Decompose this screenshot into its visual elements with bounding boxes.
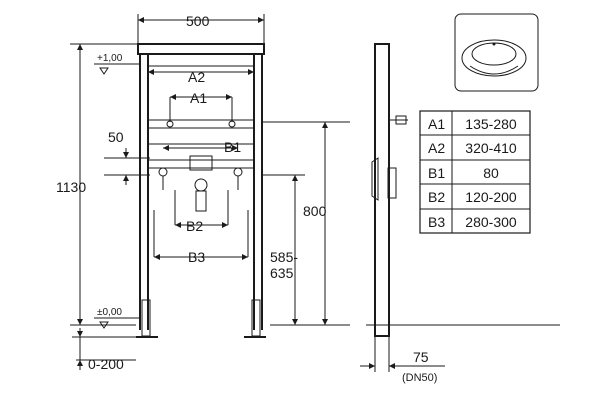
dn50-label: (DN50) <box>402 372 437 384</box>
table-row-key: B1 <box>428 165 445 181</box>
table-row-value: 320-410 <box>465 140 517 156</box>
dim-500-label: 500 <box>186 13 210 29</box>
dim-800-label: 800 <box>303 203 327 219</box>
table-row-key: A2 <box>428 140 445 156</box>
dim-0-200: 0-200 <box>72 328 136 372</box>
spec-table: A1 135-280 A2 320-410 B1 80 B2 120-200 B… <box>419 110 531 234</box>
dim-a2: A2 <box>148 69 254 85</box>
level-zero-label: ±0,00 <box>97 307 122 318</box>
dim-635-label: 635 <box>270 265 294 281</box>
dim-75: 75 (DN50) <box>360 336 445 384</box>
table-row-value: 135-280 <box>465 116 517 132</box>
table-row-value: 120-200 <box>465 189 517 205</box>
dim-a1: A1 <box>169 90 233 122</box>
table-row-value: 280-300 <box>465 214 517 230</box>
level-zero: ±0,00 <box>94 307 140 329</box>
level-top-label: +1,00 <box>97 53 123 64</box>
dim-500: 500 <box>137 13 265 44</box>
washbasin-icon <box>454 13 539 92</box>
b2-label: B2 <box>186 218 203 234</box>
front-frame <box>136 43 266 338</box>
dim-1130: 1130 <box>56 43 138 326</box>
dim-vertical-right: 800 585- 635 <box>262 121 350 326</box>
dim-50: 50 <box>104 129 150 185</box>
dim-1130-label: 1130 <box>56 179 86 195</box>
table-row-key: A1 <box>428 116 445 132</box>
dim-b1: B1 <box>163 139 241 155</box>
table-row-value: 80 <box>483 165 499 181</box>
b1-label: B1 <box>224 139 241 155</box>
dim-b3: B3 <box>153 210 249 265</box>
table-row-key: B2 <box>428 189 445 205</box>
a2-label: A2 <box>188 69 205 85</box>
dim-0-200-label: 0-200 <box>88 356 124 372</box>
table-row-key: B3 <box>428 214 445 230</box>
b3-label: B3 <box>188 249 205 265</box>
a1-label: A1 <box>190 90 207 106</box>
dim-585-label: 585- <box>270 249 298 265</box>
dim-75-label: 75 <box>413 349 429 365</box>
side-frame <box>366 43 560 337</box>
level-top: +1,00 <box>94 53 140 75</box>
dim-50-label: 50 <box>108 129 124 145</box>
dim-b2: B2 <box>174 190 229 234</box>
